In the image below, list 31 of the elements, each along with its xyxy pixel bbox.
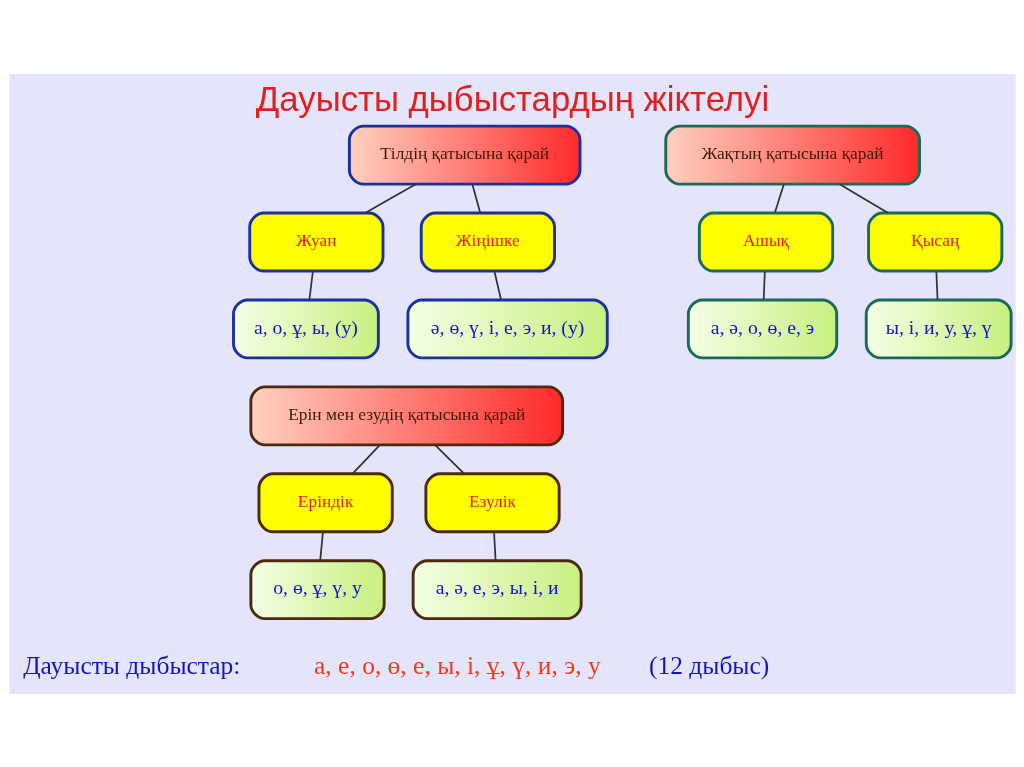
- connector: [935, 270, 938, 300]
- node-box: а, о, ұ, ы, (у): [231, 298, 380, 359]
- label: Дауысты дыбыстар:: [22, 650, 240, 680]
- connector: [308, 270, 314, 300]
- label: (12 дыбыс): [648, 650, 769, 680]
- node-box: Еріндік: [257, 471, 394, 533]
- connector: [318, 530, 324, 561]
- connector: [762, 270, 766, 300]
- connector: [493, 270, 502, 300]
- connector: [773, 183, 785, 213]
- node-box: Ашық: [697, 211, 834, 272]
- label: а, е, о, ө, е, ы, і, ұ, ү, и, э, у: [313, 650, 601, 680]
- node-box: о, ө, ұ, ү, у: [248, 558, 386, 620]
- node-box: а, ә, о, ө, е, э: [686, 298, 838, 359]
- connector: [492, 530, 496, 561]
- node-box: ы, і, и, у, ұ, ү: [864, 298, 1013, 359]
- node-box: Жақтың қатысына қарай: [663, 124, 921, 186]
- connector: [433, 443, 465, 474]
- connector: [363, 182, 417, 214]
- node-box: а, ә, е, э, ы, і, и: [411, 558, 583, 620]
- node-box: Жуан: [247, 211, 384, 272]
- node-box: Ерін мен езудің қатысына қарай: [248, 384, 564, 446]
- node-box: ә, ө, ү, і, е, э, и, (у): [405, 298, 609, 359]
- node-box: Жіңішке: [419, 211, 556, 272]
- node-box: Қысаң: [866, 211, 1003, 272]
- node-box: Езулік: [423, 471, 561, 533]
- node-box: Тілдің қатысына қарай: [347, 124, 581, 186]
- connector: [471, 183, 481, 213]
- diagram-title: Дауысты дыбыстардың жіктелуі: [255, 79, 769, 118]
- connector: [838, 182, 889, 214]
- connector: [351, 443, 381, 474]
